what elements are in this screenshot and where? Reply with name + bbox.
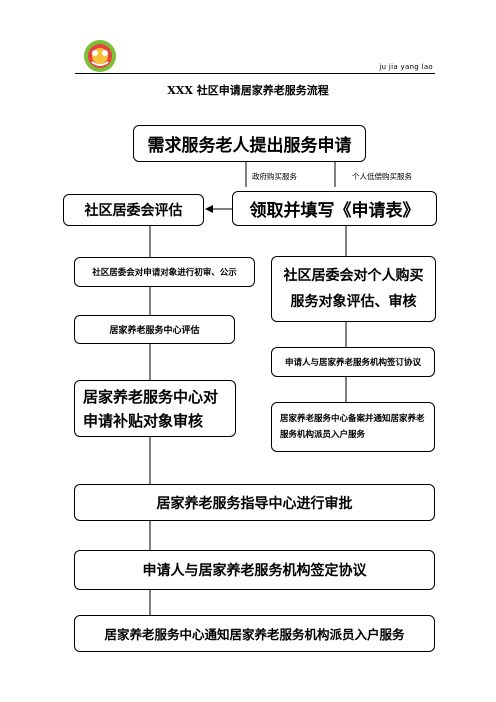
node-dispatch: 居家养老服务中心通知居家养老服务机构派员入户服务 bbox=[74, 615, 435, 652]
node-center-eval-label: 居家养老服务中心评估 bbox=[109, 326, 200, 336]
logo-icon bbox=[84, 40, 116, 72]
node-approval: 居家养老服务指导中心进行审批 bbox=[74, 484, 435, 521]
node-approval-label: 居家养老服务指导中心进行审批 bbox=[156, 495, 353, 512]
node-committee-eval: 社区居委会评估 bbox=[63, 194, 204, 226]
node-self-dispatch-label: 居家养老服务中心备案并通知居家养老服务机构派员入户服务 bbox=[280, 414, 425, 440]
node-sign-agreement: 申请人与居家养老服务机构签定协议 bbox=[74, 550, 435, 590]
node-request-label: 需求服务老人提出服务申请 bbox=[147, 136, 352, 156]
node-self-sign: 申请人与居家养老服务机构签订协议 bbox=[271, 347, 435, 377]
node-preliminary: 社区居委会对申请对象进行初审、公示 bbox=[74, 257, 255, 287]
node-center-eval: 居家养老服务中心评估 bbox=[74, 315, 235, 344]
edge-label-self: 个人低偿购买服务 bbox=[352, 172, 412, 181]
node-fill-form-label: 领取并填写《申请表》 bbox=[249, 201, 420, 221]
node-preliminary-label: 社区居委会对申请对象进行初审、公示 bbox=[92, 268, 237, 278]
node-self-sign-label: 申请人与居家养老服务机构签订协议 bbox=[284, 358, 421, 368]
node-committee-eval-label: 社区居委会评估 bbox=[84, 203, 183, 219]
node-subsidy-review-label: 居家养老服务中心对申请补贴对象审核 bbox=[83, 387, 219, 430]
node-self-review-label: 社区居委会对个人购买服务对象评估、审核 bbox=[283, 268, 424, 310]
logo bbox=[78, 36, 122, 74]
page-title: XXX 社区申请居家养老服务流程 bbox=[167, 84, 329, 97]
node-self-review: 社区居委会对个人购买服务对象评估、审核 bbox=[271, 256, 436, 322]
header-divider bbox=[75, 73, 435, 74]
node-sign-agreement-label: 申请人与居家养老服务机构签定协议 bbox=[142, 563, 367, 579]
node-dispatch-label: 居家养老服务中心通知居家养老服务机构派员入户服务 bbox=[104, 627, 405, 642]
node-self-dispatch: 居家养老服务中心备案并通知居家养老服务机构派员入户服务 bbox=[271, 402, 435, 452]
running-header: ju jia yang lao bbox=[379, 63, 433, 71]
node-subsidy-review: 居家养老服务中心对申请补贴对象审核 bbox=[74, 380, 236, 437]
node-request: 需求服务老人提出服务申请 bbox=[133, 125, 366, 162]
node-fill-form: 领取并填写《申请表》 bbox=[232, 191, 437, 226]
edge-label-gov: 政府购买服务 bbox=[252, 172, 297, 181]
